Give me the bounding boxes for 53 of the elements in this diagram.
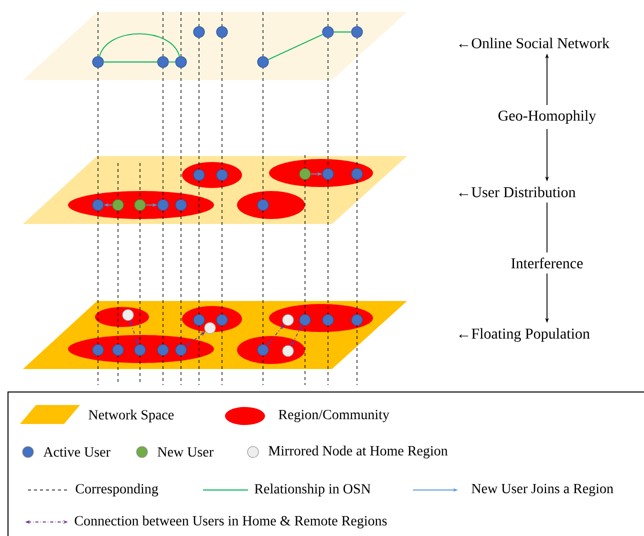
user-dot [175, 56, 187, 68]
relationship-line [268, 34, 324, 60]
layer-label: ←User Distribution [459, 186, 576, 198]
user-dot [299, 168, 311, 180]
user-dot [92, 344, 104, 356]
legend-text: New User Joins a Region [472, 484, 614, 496]
layer-label: ←Online Social Network [459, 38, 610, 48]
legend-text: Mirrored Node at Home Region [268, 446, 448, 458]
layer-label: ←Floating Population [459, 328, 590, 342]
user-dot [175, 199, 187, 211]
user-dot [112, 199, 124, 211]
network-plane [23, 12, 407, 80]
user-dot [175, 344, 187, 356]
user-dot [351, 168, 363, 180]
user-dot [193, 169, 205, 181]
user-dot [193, 26, 205, 38]
legend-text: Connection between Users in Home & Remote Regions [74, 516, 387, 528]
user-dot [257, 344, 269, 356]
user-dot [193, 314, 205, 326]
user-dot [157, 199, 169, 211]
user-dot [157, 56, 169, 68]
user-dot [257, 56, 269, 68]
layer-label: Geo-Homophily [498, 110, 596, 124]
legend-text: Relationship in OSN [254, 484, 371, 496]
user-dot [322, 314, 334, 326]
legend-text: Network Space [88, 410, 174, 422]
user-dot [112, 344, 124, 356]
user-dot [257, 199, 269, 211]
user-dot [322, 168, 334, 180]
user-dot [282, 314, 294, 326]
user-dot [282, 345, 294, 357]
connector-line [546, 202, 548, 253]
layer-label: Interference [511, 258, 583, 268]
user-dot [134, 344, 146, 356]
user-dot [92, 199, 104, 211]
legend-text: Corresponding [76, 484, 158, 496]
user-dot [216, 26, 228, 38]
user-dot [299, 314, 311, 326]
user-dot [204, 322, 216, 334]
legend-text: Region/Community [278, 410, 390, 422]
user-dot [351, 314, 363, 326]
user-dot [122, 309, 134, 321]
relationship-arc [99, 33, 180, 57]
legend-text: Active User [43, 447, 110, 457]
user-dot [216, 169, 228, 181]
legend-text: New User [158, 447, 214, 457]
user-dot [157, 344, 169, 356]
user-dot [216, 314, 228, 326]
region-ellipse [237, 191, 305, 219]
user-dot [351, 26, 363, 38]
user-dot [134, 199, 146, 211]
user-dot [322, 26, 334, 38]
user-dot [92, 56, 104, 68]
